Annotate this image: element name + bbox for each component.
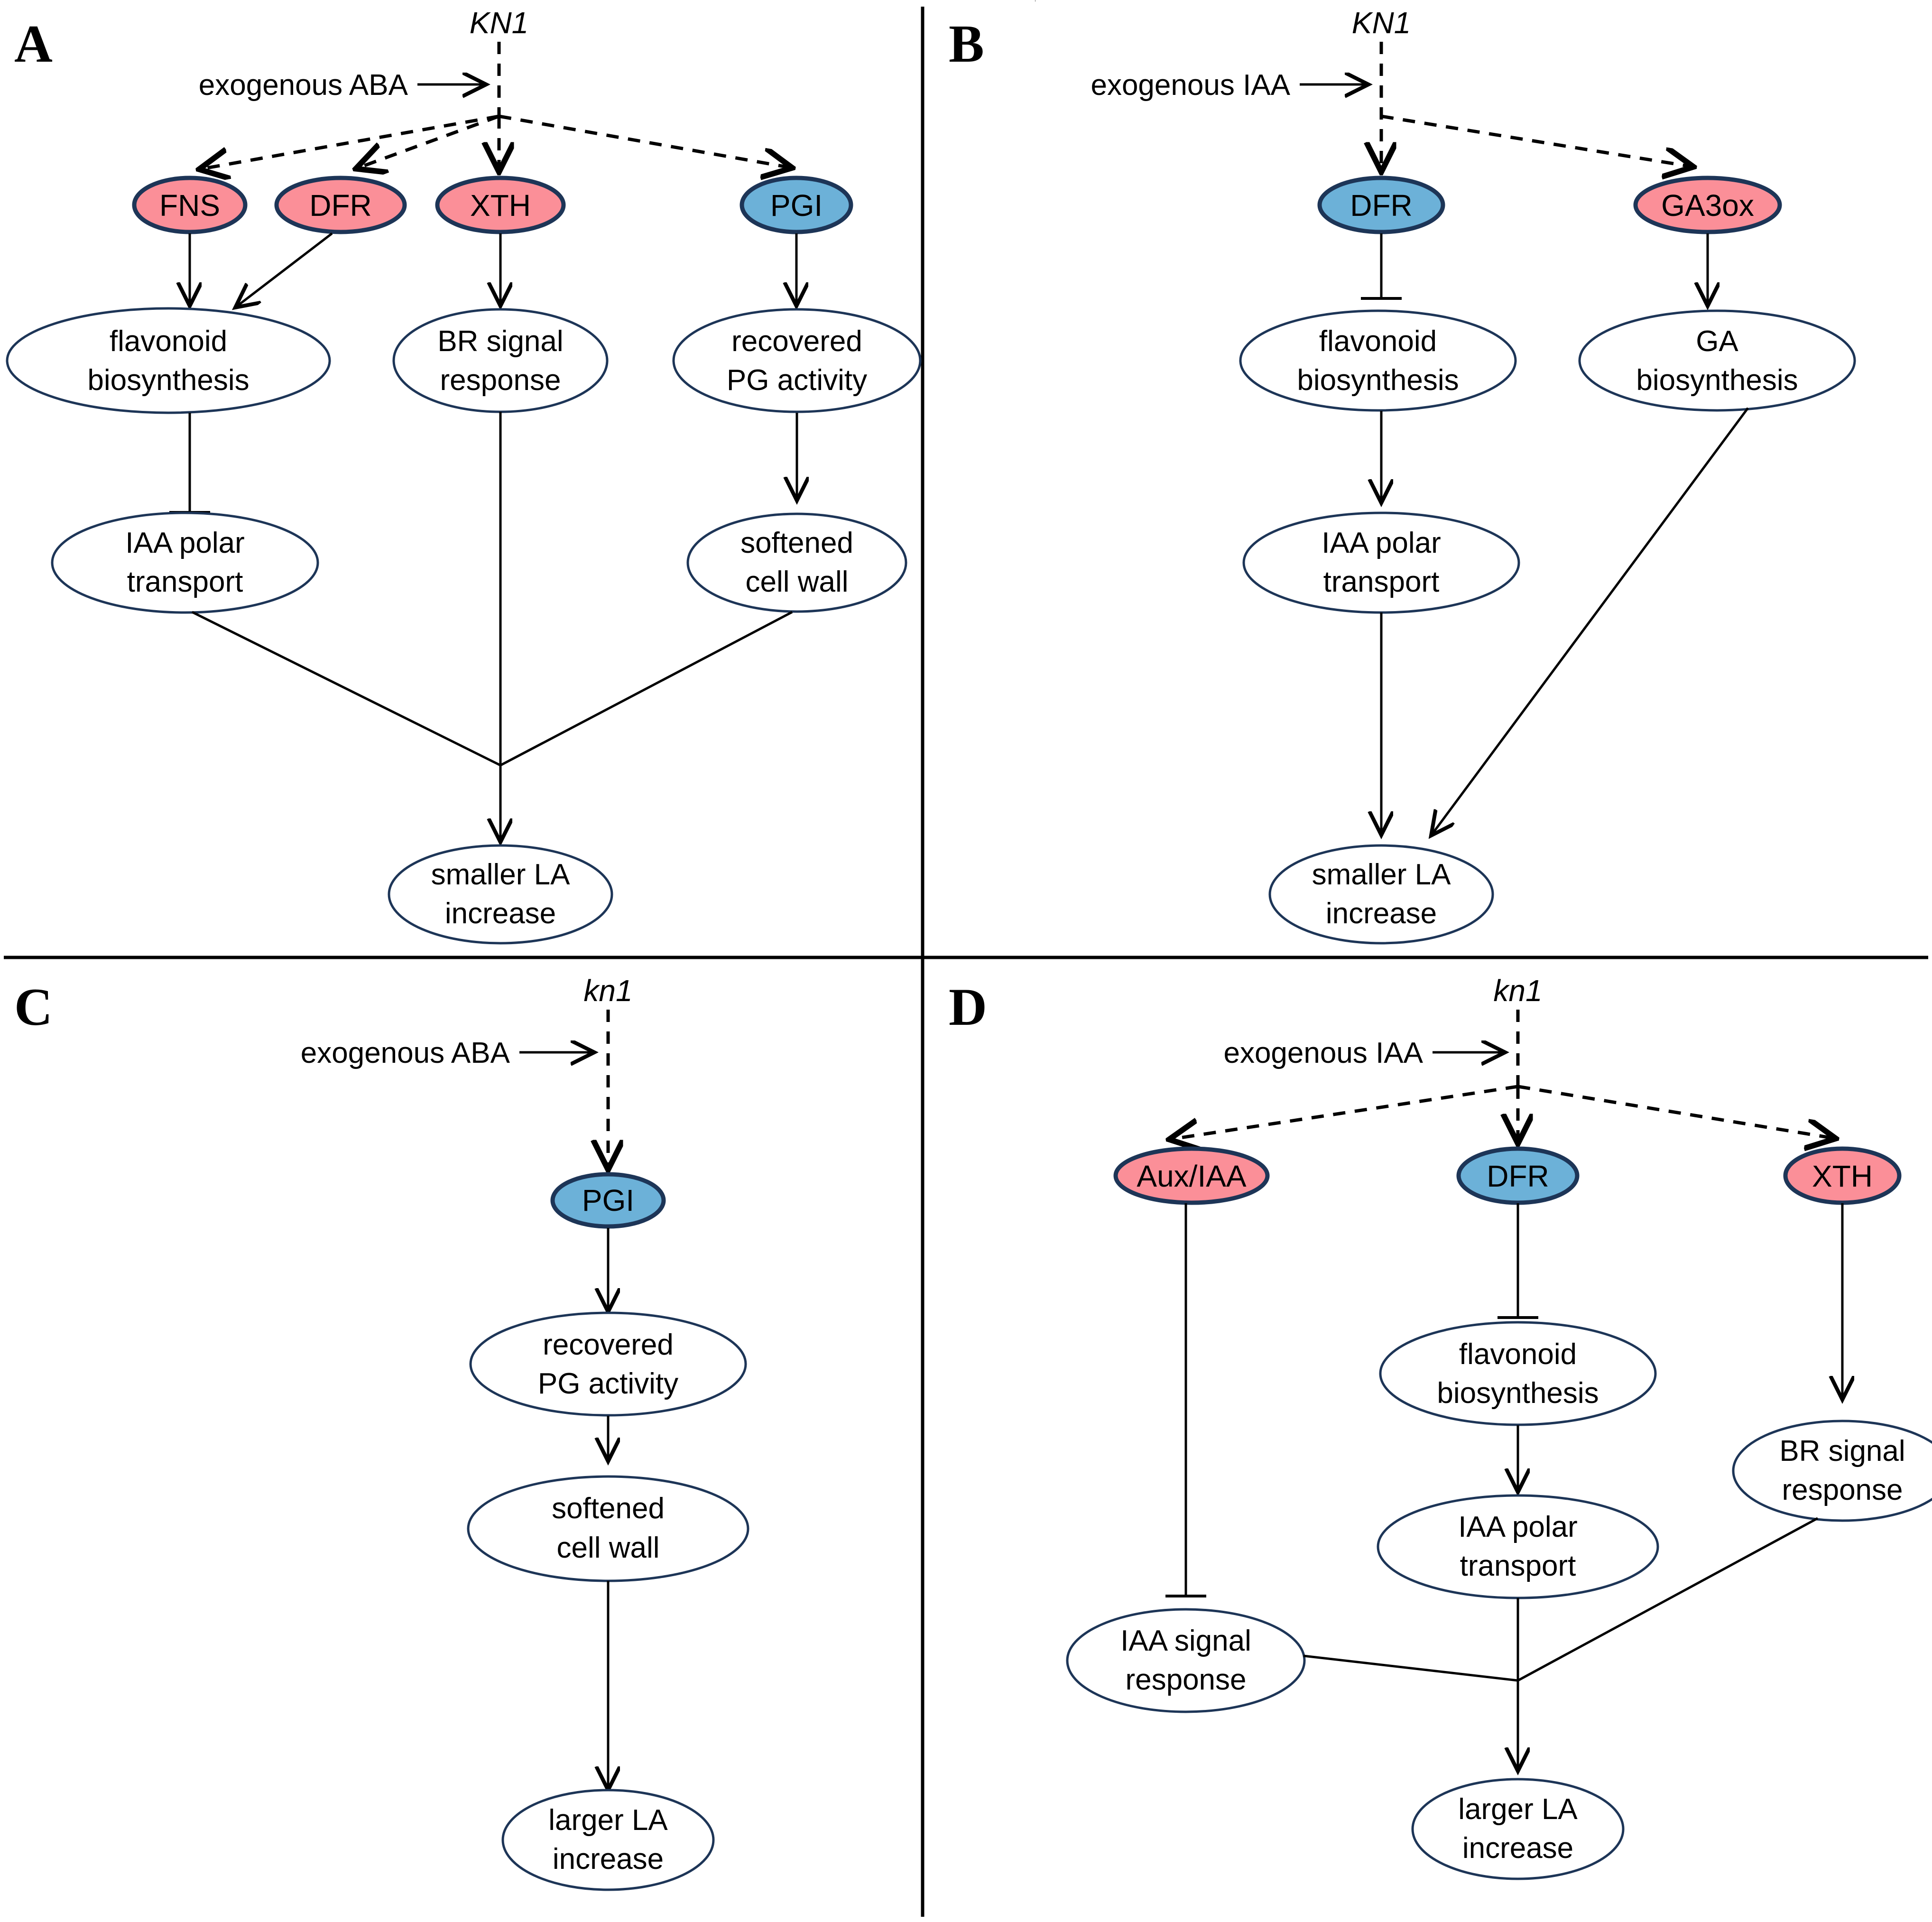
process-node-ga-biosynthesis-B[interactable] xyxy=(1578,309,1856,412)
panel-D-letter: D xyxy=(949,978,987,1037)
panel-C: C kn1 exogenous ABA PGI recovered PG act… xyxy=(14,974,749,1891)
outcome-node-smaller-la-increase-B-line1: smaller LA xyxy=(1312,858,1451,891)
gene-node-PGI-label: PGI xyxy=(770,188,823,223)
outcome-node-larger-la-increase-C-line1: larger LA xyxy=(548,1804,668,1837)
process-node-recovered-pg-activity-C[interactable] xyxy=(469,1311,747,1417)
panel-D-converge-from-iaasignal xyxy=(1303,1654,1518,1682)
process-node-recovered-pg-activity-A[interactable] xyxy=(672,308,922,413)
process-node-softened-cell-wall-A-line2: cell wall xyxy=(745,566,848,598)
gene-node-PGI[interactable] xyxy=(740,176,853,234)
process-node-br-signal-response-A-line2: response xyxy=(440,364,561,397)
process-node-iaa-polar-transport-D-line1: IAA polar xyxy=(1458,1511,1578,1543)
gene-node-FNS[interactable] xyxy=(132,176,248,234)
process-node-flavonoid-biosynthesis-D[interactable] xyxy=(1379,1321,1657,1426)
process-node-br-signal-response-D-line2: response xyxy=(1782,1474,1903,1506)
outcome-node-larger-la-increase-D-line1: larger LA xyxy=(1458,1793,1578,1826)
process-node-flavonoid-biosynthesis-D-line1: flavonoid xyxy=(1459,1338,1577,1371)
panel-A-converge-left xyxy=(191,611,501,767)
panel-A-letter: A xyxy=(14,15,53,74)
process-node-recovered-pg-activity-C-line2: PG activity xyxy=(538,1367,678,1400)
panel-B-stimulus-label: exogenous IAA xyxy=(1091,69,1290,102)
gene-node-FNS-label: FNS xyxy=(159,188,220,223)
panel-B-branch-to-GA3ox xyxy=(1381,114,1689,166)
process-node-flavonoid-biosynthesis-B[interactable] xyxy=(1239,309,1517,412)
gene-node-DFR-D-label: DFR xyxy=(1487,1159,1549,1193)
process-node-flavonoid-biosynthesis-D-line2: biosynthesis xyxy=(1437,1377,1599,1410)
outcome-node-larger-la-increase-C-line2: increase xyxy=(553,1843,664,1876)
process-node-flavonoid-biosynthesis-A-line1: flavonoid xyxy=(110,325,227,358)
gene-node-DFR-B-label: DFR xyxy=(1350,188,1413,223)
outcome-node-smaller-la-increase-A-line1: smaller LA xyxy=(431,858,571,891)
panel-B: B KN1 exogenous IAA DFR GA3ox flavonoid … xyxy=(949,6,1856,945)
process-node-iaa-polar-transport-B-line2: transport xyxy=(1323,566,1440,598)
panel-B-arrow-GA-to-outcome xyxy=(1433,407,1749,834)
outcome-node-larger-la-increase-C[interactable] xyxy=(501,1789,715,1891)
process-node-recovered-pg-activity-A-line1: recovered xyxy=(731,325,862,358)
process-node-iaa-polar-transport-A-line2: transport xyxy=(127,566,243,598)
process-node-iaa-signal-response-D-line2: response xyxy=(1125,1663,1246,1696)
process-node-br-signal-response-D[interactable] xyxy=(1732,1420,1932,1522)
process-node-iaa-polar-transport-B-line1: IAA polar xyxy=(1322,527,1441,559)
panel-A-branch-to-PGI xyxy=(499,114,787,167)
process-node-softened-cell-wall-A[interactable] xyxy=(686,512,907,613)
process-node-softened-cell-wall-C-line1: softened xyxy=(552,1492,665,1525)
outcome-node-smaller-la-increase-A[interactable] xyxy=(388,844,613,945)
gene-node-PGI-C[interactable] xyxy=(550,1172,666,1229)
panel-C-regulator-label: kn1 xyxy=(583,974,632,1008)
outcome-node-smaller-la-increase-A-line2: increase xyxy=(445,897,556,930)
panel-D-converge-from-brsignal xyxy=(1517,1517,1819,1682)
process-node-flavonoid-biosynthesis-B-line2: biosynthesis xyxy=(1297,364,1459,397)
process-node-ga-biosynthesis-B-line2: biosynthesis xyxy=(1636,364,1798,397)
process-node-recovered-pg-activity-C-line1: recovered xyxy=(543,1328,674,1361)
process-node-softened-cell-wall-C-line2: cell wall xyxy=(556,1532,659,1564)
gene-node-AuxIAA[interactable] xyxy=(1113,1146,1270,1205)
gene-node-GA3ox-label: GA3ox xyxy=(1661,188,1754,223)
process-node-br-signal-response-A-line1: BR signal xyxy=(437,325,563,358)
outcome-node-smaller-la-increase-B-line2: increase xyxy=(1326,897,1437,930)
gene-node-XTH-label: XTH xyxy=(470,188,531,223)
panel-A-regulator-label: KN1 xyxy=(470,6,529,40)
panel-C-stimulus-label: exogenous ABA xyxy=(301,1037,510,1069)
process-node-iaa-polar-transport-A-line1: IAA polar xyxy=(125,527,245,559)
gene-node-DFR-label: DFR xyxy=(309,188,372,223)
process-node-br-signal-response-D-line1: BR signal xyxy=(1779,1435,1905,1467)
panel-B-letter: B xyxy=(949,15,984,74)
gene-node-DFR[interactable] xyxy=(274,176,407,234)
process-node-ga-biosynthesis-B-line1: GA xyxy=(1696,325,1738,358)
process-node-iaa-polar-transport-A[interactable] xyxy=(51,511,319,614)
panel-A: A KN1 exogenous ABA FNS DFR XTH PGI flav… xyxy=(6,6,922,945)
gene-node-DFR-B[interactable] xyxy=(1317,176,1445,234)
process-node-iaa-signal-response-D-line1: IAA signal xyxy=(1120,1625,1251,1657)
outcome-node-larger-la-increase-D-line2: increase xyxy=(1462,1832,1573,1865)
panel-A-arrow-DFR-to-flavonoid xyxy=(237,232,333,306)
panel-D-regulator-label: kn1 xyxy=(1493,974,1542,1008)
panel-A-branch-to-FNS xyxy=(204,114,499,168)
gene-node-PGI-C-label: PGI xyxy=(582,1183,634,1217)
outcome-node-larger-la-increase-D[interactable] xyxy=(1411,1778,1625,1880)
panel-A-stimulus-label: exogenous ABA xyxy=(199,69,408,102)
gene-node-XTH-D-label: XTH xyxy=(1812,1159,1873,1193)
process-node-iaa-signal-response-D[interactable] xyxy=(1066,1608,1306,1713)
process-node-flavonoid-biosynthesis-B-line1: flavonoid xyxy=(1319,325,1437,358)
process-node-flavonoid-biosynthesis-A[interactable] xyxy=(6,307,331,414)
process-node-softened-cell-wall-A-line1: softened xyxy=(740,527,853,559)
gene-node-GA3ox[interactable] xyxy=(1633,176,1782,234)
gene-node-AuxIAA-label: Aux/IAA xyxy=(1137,1159,1247,1193)
panel-D: D kn1 exogenous IAA Aux/IAA DFR XTH flav… xyxy=(949,974,1932,1880)
panel-D-branch-to-AuxIAA xyxy=(1174,1085,1518,1139)
panel-D-branch-to-XTH xyxy=(1517,1085,1831,1138)
gene-node-XTH-D[interactable] xyxy=(1783,1146,1902,1205)
panel-C-letter: C xyxy=(14,978,53,1037)
process-node-flavonoid-biosynthesis-A-line2: biosynthesis xyxy=(87,364,249,397)
panel-B-regulator-label: KN1 xyxy=(1352,6,1411,40)
outcome-node-smaller-la-increase-B[interactable] xyxy=(1268,844,1494,945)
gene-node-XTH[interactable] xyxy=(435,176,566,234)
panel-A-branch-to-DFR xyxy=(361,114,500,167)
process-node-recovered-pg-activity-A-line2: PG activity xyxy=(727,364,867,397)
panel-D-stimulus-label: exogenous IAA xyxy=(1223,1037,1423,1069)
gene-node-DFR-D[interactable] xyxy=(1456,1146,1580,1205)
panel-A-converge-right xyxy=(499,611,793,767)
process-node-iaa-polar-transport-D-line2: transport xyxy=(1460,1550,1576,1582)
